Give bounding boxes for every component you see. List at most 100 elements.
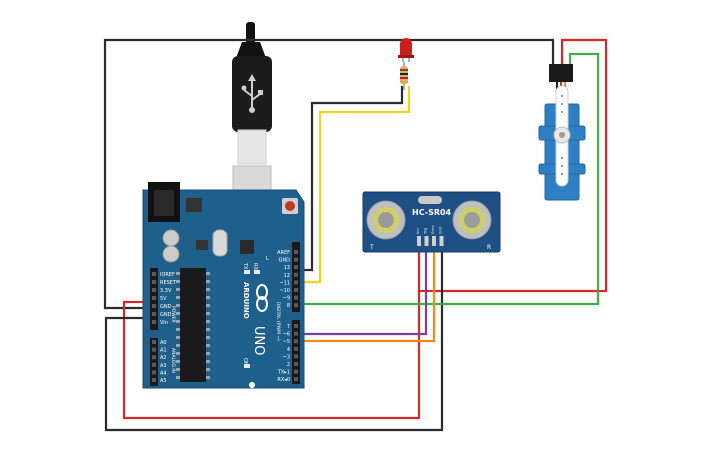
sensor-pin-label: Gnd	[439, 227, 443, 234]
header-pin[interactable]	[294, 265, 298, 270]
header-pin[interactable]	[294, 272, 298, 277]
pin-label: 13	[284, 265, 290, 271]
pin-label: A5	[160, 378, 167, 384]
header-pin[interactable]	[294, 362, 298, 366]
pin-label: 12	[284, 273, 290, 279]
analog-header-label: ANALOG IN	[170, 348, 176, 373]
pin-label: 4	[287, 347, 290, 353]
pin-label: A4	[160, 370, 167, 376]
header-pin[interactable]	[152, 272, 156, 276]
pin-label: AREF	[277, 250, 290, 256]
l-label: L	[266, 256, 269, 262]
header-pin[interactable]	[294, 250, 298, 254]
resistor[interactable]	[400, 62, 408, 90]
header-pin[interactable]	[294, 346, 298, 351]
pin-label: 8	[287, 303, 290, 309]
receiver-transducer	[452, 200, 492, 240]
header-pin[interactable]	[152, 347, 156, 352]
digital-header-label: DIGITAL (PWM ~)	[275, 302, 281, 341]
header-pin[interactable]	[294, 377, 298, 382]
digital-header-bottom	[292, 320, 300, 384]
header-pin[interactable]	[152, 320, 156, 324]
tx-label: TX	[242, 262, 248, 270]
wire-green-servo	[296, 52, 600, 306]
arduino-uno-board[interactable]: TX RX ON L ARDUINO UNO DIGITAL (PWM ~) P…	[142, 182, 305, 389]
sensor-pin[interactable]	[424, 236, 429, 246]
sensor-pin[interactable]	[432, 236, 436, 246]
header-pin[interactable]	[152, 362, 156, 367]
pin-label: ~11	[279, 280, 290, 286]
header-pin[interactable]	[294, 288, 298, 292]
pin-label: 2	[287, 362, 290, 368]
header-pin[interactable]	[294, 280, 298, 285]
pin-label: A3	[160, 363, 167, 369]
header-pin[interactable]	[294, 354, 298, 359]
pin-label: 5V	[160, 296, 167, 302]
model-label: UNO	[251, 326, 266, 355]
pin-label: GND	[160, 312, 172, 318]
sensor-r-mark: R	[487, 244, 491, 251]
servo-horn[interactable]	[553, 85, 571, 187]
header-pin[interactable]	[294, 295, 298, 300]
pin-label: A1	[160, 348, 167, 354]
wire-black-sensor	[104, 250, 444, 432]
header-pin[interactable]	[294, 339, 298, 344]
pin-label: IOREF	[160, 272, 175, 278]
header-pin[interactable]	[152, 312, 156, 316]
brand-label: ARDUINO	[242, 282, 250, 319]
pin-label: RX◂0	[277, 377, 290, 383]
wire-black-led	[296, 86, 404, 272]
servo-motor[interactable]	[538, 64, 586, 201]
header-pin[interactable]	[152, 296, 156, 300]
power-pin-labels: IOREF RESET 3.3V 5V GND GND Vin	[152, 272, 177, 326]
atmega-chip	[180, 268, 206, 382]
header-pin[interactable]	[152, 288, 156, 292]
rx-label: RX	[252, 263, 258, 270]
header-pin[interactable]	[152, 280, 156, 284]
arduino-logo-icon	[256, 284, 268, 312]
pin-label: RESET	[160, 280, 177, 286]
pin-label: A2	[160, 355, 167, 361]
pin-label: ~10	[279, 288, 290, 294]
pin-label: A0	[160, 340, 167, 346]
header-pin[interactable]	[294, 324, 298, 328]
pin-label: ~9	[283, 296, 290, 302]
sensor-t-mark: T	[369, 244, 374, 251]
header-pin[interactable]	[294, 369, 298, 374]
wire-purple-trig	[296, 250, 428, 336]
pin-label: GND	[160, 304, 172, 310]
capacitor-2	[162, 245, 180, 263]
pin-label: 7	[287, 324, 290, 330]
header-pin[interactable]	[152, 340, 156, 344]
wire-orange-echo	[296, 250, 436, 343]
sensor-pin[interactable]	[439, 236, 444, 246]
red-led[interactable]	[398, 38, 414, 62]
sensor-pin[interactable]	[417, 236, 421, 246]
pin-label: ~6	[283, 332, 290, 338]
sensor-model-label: HC-SR04	[412, 208, 452, 217]
wire-yellow-led	[296, 86, 411, 284]
analog-header	[150, 338, 158, 386]
header-pin[interactable]	[152, 355, 156, 360]
header-pin[interactable]	[152, 370, 156, 375]
header-pin[interactable]	[294, 257, 298, 262]
on-label: ON	[242, 358, 248, 366]
header-pin[interactable]	[152, 304, 156, 308]
capacitor-1	[162, 229, 180, 247]
pin-label: Vin	[160, 320, 168, 326]
sensor-pin-label: Vcc	[416, 228, 420, 234]
wire-black-servo	[103, 38, 555, 310]
power-header-label: POWER	[170, 306, 176, 323]
header-pin[interactable]	[294, 331, 298, 336]
pin-label: ~3	[283, 354, 290, 360]
pin-label: 3.3V	[160, 288, 172, 294]
header-pin[interactable]	[294, 303, 298, 308]
header-pin[interactable]	[152, 378, 156, 382]
usb-cable[interactable]	[232, 22, 272, 219]
